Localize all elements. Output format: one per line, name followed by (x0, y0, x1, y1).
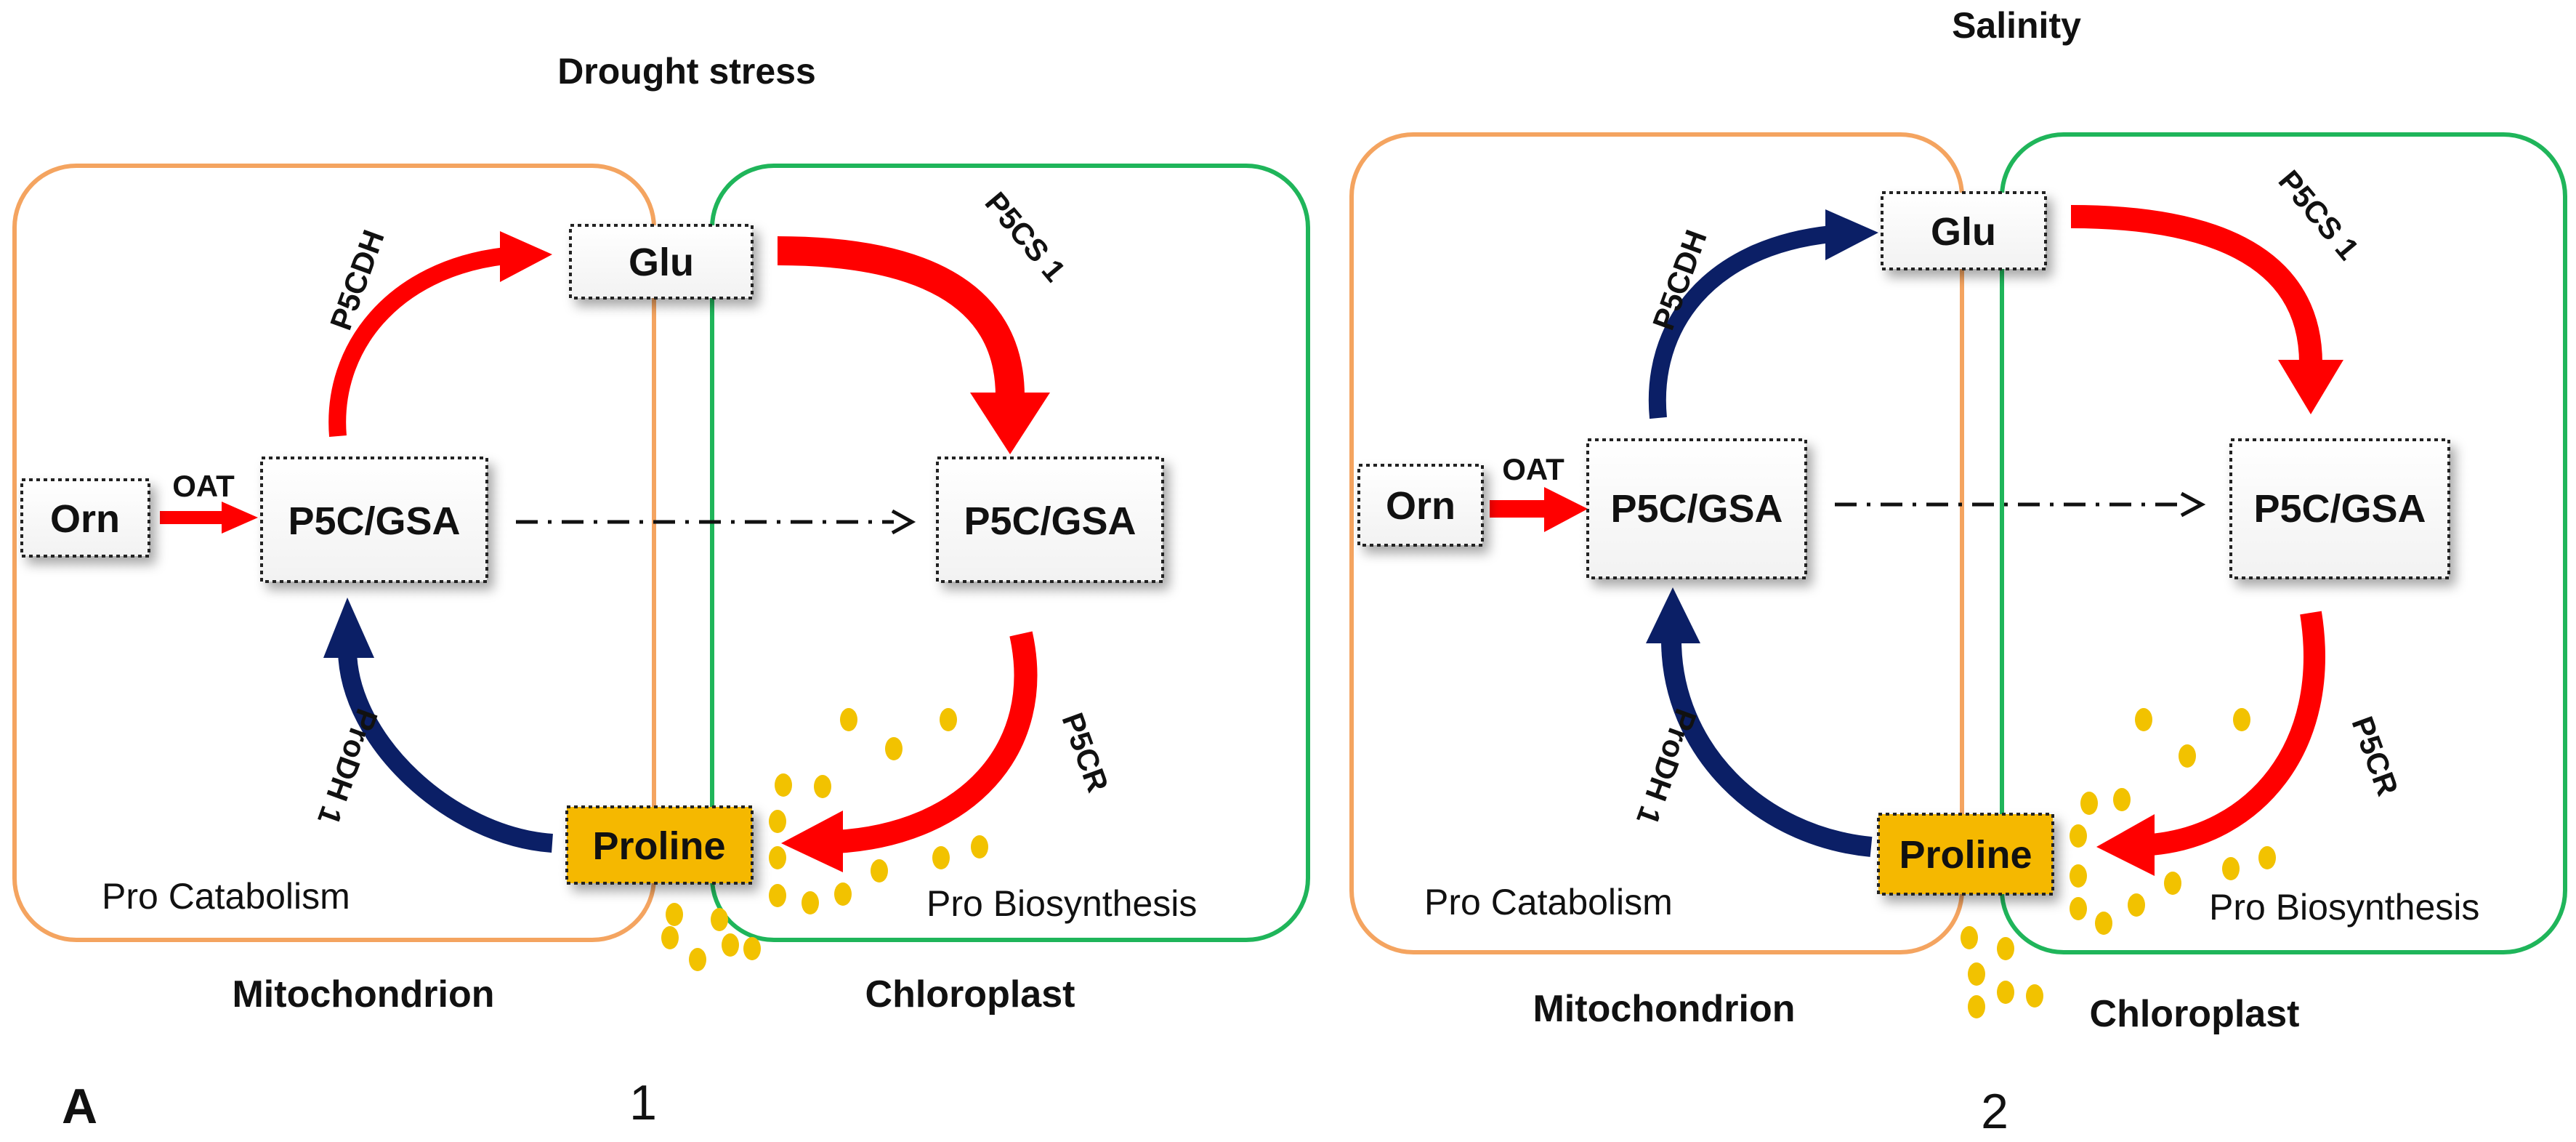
p5cr-arrowhead (2096, 814, 2155, 876)
p5cs1-arrow (2070, 205, 2322, 364)
orn-label: Orn (1386, 484, 1455, 528)
glu-node (1881, 191, 2047, 270)
mitochondrion-label: Mitochondrion (1533, 988, 1795, 1030)
p5cdh-arrow (328, 247, 506, 437)
p5cr-label: P5CR (1055, 708, 1115, 796)
p5c-chloro-label: P5C/GSA (2253, 487, 2426, 531)
proline-node (565, 805, 754, 885)
proline-label: Proline (592, 824, 725, 868)
chloroplast-compartment (710, 164, 1310, 942)
p5c-mito-node (260, 457, 488, 583)
p5cs1-label: P5CS 1 (2272, 164, 2366, 266)
glu-node (569, 224, 754, 299)
prodh1-arrow (338, 650, 554, 853)
proline-label: Proline (1899, 833, 2032, 877)
pro-catabolism-label: Pro Catabolism (102, 876, 350, 917)
oat-label: OAT (172, 469, 235, 503)
p5cs1-label: P5CS 1 (979, 185, 1073, 288)
prodh1-arrowhead (323, 598, 374, 658)
mitochondrion-compartment (12, 164, 656, 942)
pro-biosynthesis-label: Pro Biosynthesis (926, 883, 1197, 924)
orn-node (1357, 464, 1484, 547)
prodh1-arrow (1661, 639, 1873, 857)
p5c-mito-label: P5C/GSA (288, 499, 460, 543)
panel-salinity: Salinity Glu Orn P5C/GSA (1349, 5, 2567, 1139)
p5cs1-arrowhead (970, 393, 1050, 454)
oat-label: OAT (1502, 452, 1564, 486)
p5cr-arrowhead (781, 811, 843, 872)
proline-dots (1961, 708, 2276, 1018)
p5cr-arrow (835, 631, 1038, 853)
p5c-mito-label: P5C/GSA (1610, 487, 1782, 531)
chloroplast-compartment (2000, 132, 2567, 954)
pro-catabolism-label: Pro Catabolism (1424, 882, 1673, 922)
figure-panel-letter: A (62, 1079, 97, 1134)
panel-1-title: Drought stress (557, 51, 816, 92)
p5c-chloro-node (2229, 438, 2450, 579)
chloroplast-label: Chloroplast (2090, 993, 2300, 1035)
prodh1-arrowhead (1646, 587, 1700, 643)
chloroplast-label: Chloroplast (865, 973, 1075, 1016)
p5cdh-arrow (1648, 225, 1833, 419)
orn-label: Orn (50, 497, 120, 541)
p5cdh-arrowhead (1825, 209, 1878, 260)
transport-dashed-arrowhead (891, 509, 916, 535)
p5cr-label: P5CR (2345, 712, 2405, 800)
proline-node (1877, 813, 2054, 896)
panel-1-number: 1 (629, 1075, 657, 1130)
p5c-mito-node (1586, 438, 1807, 579)
mitochondrion-compartment (1349, 132, 1964, 954)
oat-arrowhead (222, 502, 258, 534)
p5cs1-arrow (777, 236, 1025, 397)
mitochondrion-label: Mitochondrion (232, 973, 494, 1016)
p5cs1-arrowhead (2278, 360, 2343, 414)
p5c-chloro-label: P5C/GSA (964, 499, 1136, 543)
glu-label: Glu (629, 241, 694, 284)
oat-arrowhead (1544, 487, 1588, 532)
orn-node (20, 478, 150, 558)
proline-dots (661, 708, 988, 971)
prodh1-label: ProDH 1 (311, 704, 384, 829)
pro-biosynthesis-label: Pro Biosynthesis (2209, 887, 2479, 928)
panel-drought: Drought stress Glu Orn P5C/GSA (12, 51, 1310, 1130)
panel-2-number: 2 (1981, 1084, 2008, 1139)
p5cdh-arrowhead (500, 231, 552, 282)
p5cr-arrow (2149, 611, 2325, 856)
glu-label: Glu (1931, 210, 1996, 254)
transport-dashed-arrowhead (2180, 491, 2206, 518)
prodh1-label: ProDH 1 (1630, 704, 1703, 829)
p5c-chloro-node (936, 457, 1164, 583)
panel-2-title: Salinity (1952, 5, 2081, 46)
